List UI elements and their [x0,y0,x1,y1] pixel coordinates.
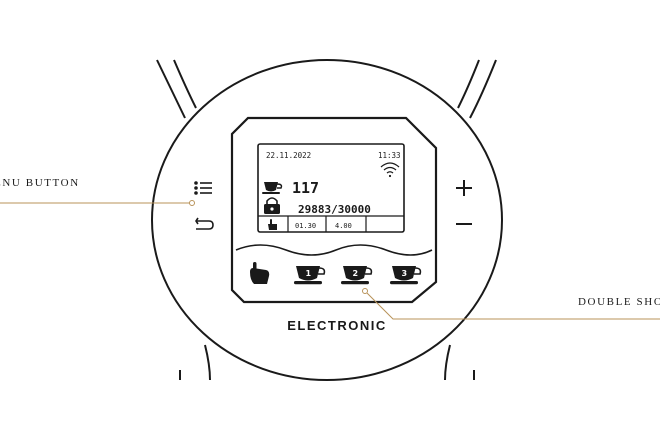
hand-pointer-icon [268,219,277,230]
double-shot-callout-line [362,288,660,320]
machine-body-outline [156,59,497,381]
hand-button-icon [250,262,270,284]
triple-shot-button[interactable]: 3 [390,266,422,285]
usage-counter: 29883/30000 [298,203,371,216]
param-2: 4.00 [335,222,352,230]
menu-button[interactable] [194,181,212,195]
return-arrow-icon [195,217,214,230]
lock-icon [264,197,280,214]
double-shot-callout-label: DOUBLE SHO [578,296,660,308]
cup-icon [262,182,283,194]
back-button[interactable] [195,217,214,230]
cup-count: 117 [292,179,319,197]
menu-list-icon [194,181,212,195]
cup-2-icon [341,266,373,285]
wifi-icon [380,162,400,178]
single-shot-button[interactable]: 1 [294,266,326,285]
plus-button[interactable] [456,180,472,196]
manual-button[interactable] [250,262,270,284]
cup-3-label: 3 [402,269,408,278]
lcd-screen [257,143,405,233]
cup-3-icon [390,266,422,285]
cup-1-icon [294,266,326,285]
display-time: 11:33 [378,151,401,160]
menu-button-callout-label: ENU BUTTON [0,177,80,189]
cup-1-label: 1 [306,269,312,278]
display-date: 22.11.2022 [266,151,311,160]
cup-2-label: 2 [353,269,359,278]
double-shot-button[interactable]: 2 [341,266,373,285]
menu-callout-line [0,200,195,206]
param-1: 01.30 [295,222,316,230]
wave-separator [235,244,433,256]
brand-label: ELECTRONIC [287,318,387,333]
